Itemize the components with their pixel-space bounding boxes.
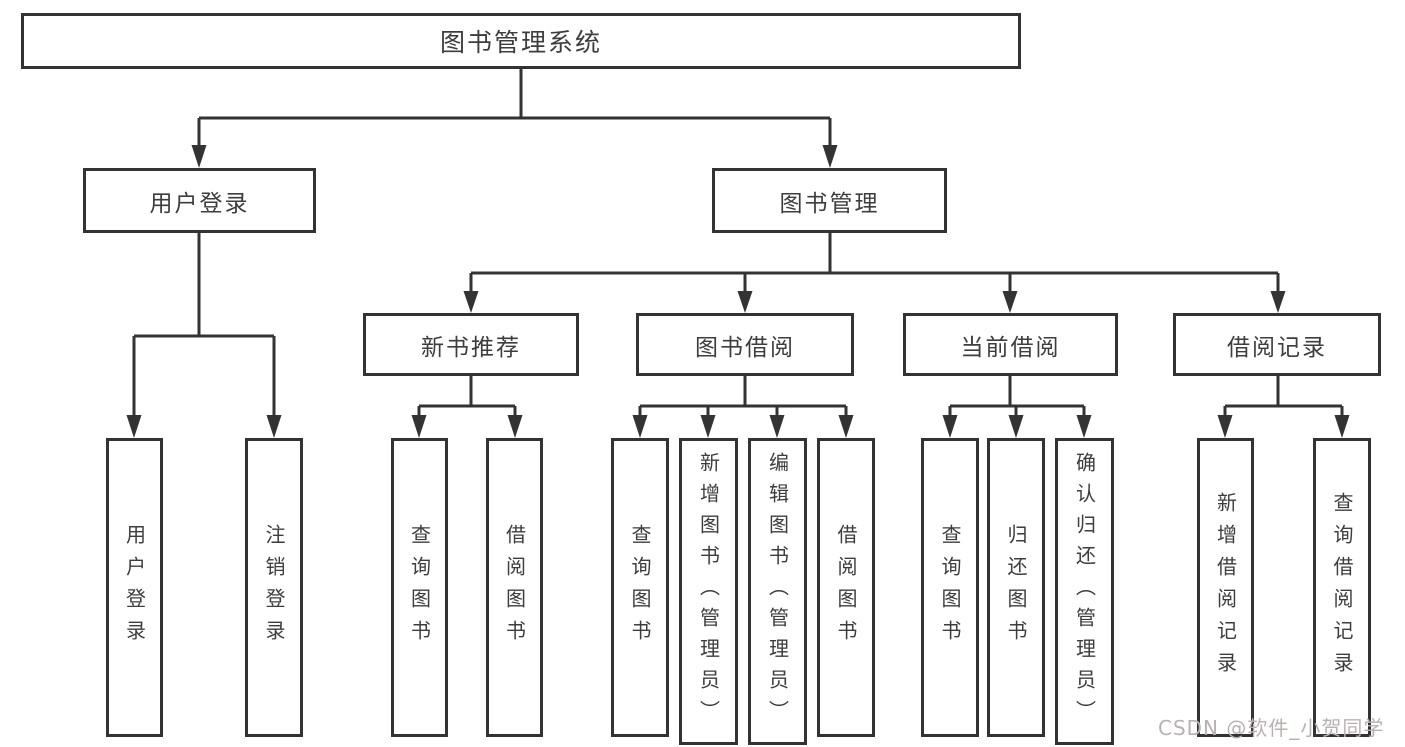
leaf-logout: 注销登录	[245, 438, 303, 737]
leaf-add-borrow-record-label: 新增借阅记录	[1213, 491, 1238, 684]
leaf-query-books-1: 查询图书	[391, 438, 448, 737]
leaf-query-books-3: 查询图书	[921, 438, 979, 737]
node-book-borrow: 图书借阅	[636, 313, 854, 376]
leaf-confirm-return-admin: 确认归还（管理员）	[1055, 438, 1114, 745]
leaf-query-books-2-label: 查询图书	[628, 523, 652, 652]
leaf-query-books-3-label: 查询图书	[938, 523, 962, 652]
leaf-confirm-return-admin-label: 确认归还（管理员）	[1072, 452, 1097, 731]
leaf-add-books-admin: 新增图书（管理员）	[679, 438, 738, 745]
leaf-user-login: 用户登录	[106, 438, 163, 737]
leaf-edit-books-admin: 编辑图书（管理员）	[748, 438, 807, 745]
node-new-book-recommend: 新书推荐	[363, 313, 579, 376]
arrowheads	[126, 145, 1350, 438]
leaf-borrow-books-1: 借阅图书	[486, 438, 543, 737]
node-user-login: 用户登录	[83, 168, 316, 233]
node-current-borrow-label: 当前借阅	[960, 334, 1061, 361]
node-root-label: 图书管理系统	[439, 28, 602, 57]
leaf-borrow-books-2-label: 借阅图书	[834, 523, 858, 652]
node-book-management: 图书管理	[712, 168, 947, 233]
leaf-edit-books-admin-label: 编辑图书（管理员）	[765, 452, 790, 731]
node-user-login-label: 用户登录	[149, 190, 250, 217]
leaf-return-books: 归还图书	[987, 438, 1045, 737]
leaf-borrow-books-1-label: 借阅图书	[502, 523, 527, 652]
node-root: 图书管理系统	[21, 13, 1021, 69]
leaf-query-books-1-label: 查询图书	[407, 523, 432, 652]
node-book-management-label: 图书管理	[779, 190, 880, 217]
node-borrow-records: 借阅记录	[1173, 313, 1381, 376]
leaf-query-borrow-record: 查询借阅记录	[1313, 438, 1371, 737]
leaf-return-books-label: 归还图书	[1004, 523, 1028, 652]
node-new-book-recommend-label: 新书推荐	[421, 334, 521, 361]
leaf-user-login-label: 用户登录	[122, 523, 147, 652]
leaf-query-books-2: 查询图书	[611, 438, 669, 737]
node-current-borrow: 当前借阅	[903, 313, 1118, 376]
leaf-add-books-admin-label: 新增图书（管理员）	[696, 452, 721, 731]
node-book-borrow-label: 图书借阅	[695, 334, 795, 361]
csdn-watermark: CSDN @软件_小贺同学	[1158, 716, 1385, 740]
node-borrow-records-label: 借阅记录	[1227, 334, 1327, 361]
leaf-add-borrow-record: 新增借阅记录	[1197, 438, 1254, 737]
leaf-logout-label: 注销登录	[262, 523, 286, 652]
leaf-borrow-books-2: 借阅图书	[817, 438, 875, 737]
leaf-query-borrow-record-label: 查询借阅记录	[1330, 491, 1354, 684]
